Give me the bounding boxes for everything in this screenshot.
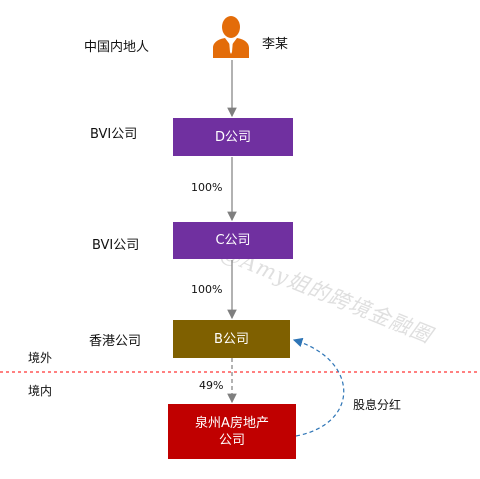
dividend-label: 股息分红 — [353, 398, 402, 412]
person-name: 李某 — [262, 37, 289, 52]
ownership-d-c: 100% — [191, 181, 223, 194]
d-jurisdiction-label: BVI公司 — [90, 127, 138, 142]
person-region-label: 中国内地人 — [84, 40, 150, 55]
entity-box-d: D公司 — [173, 118, 293, 156]
dividend-arrow — [292, 337, 345, 437]
entity-box-b: B公司 — [173, 320, 290, 358]
offshore-label: 境外 — [28, 351, 53, 365]
entity-box-c: C公司 — [173, 222, 293, 259]
ownership-c-b: 100% — [191, 283, 223, 296]
person-icon — [211, 14, 251, 62]
entity-box-a: 泉州A房地产 公司 — [168, 404, 296, 459]
b-jurisdiction-label: 香港公司 — [89, 334, 142, 349]
c-jurisdiction-label: BVI公司 — [92, 238, 140, 253]
ownership-b-a: 49% — [199, 379, 224, 392]
onshore-label: 境内 — [28, 384, 53, 398]
